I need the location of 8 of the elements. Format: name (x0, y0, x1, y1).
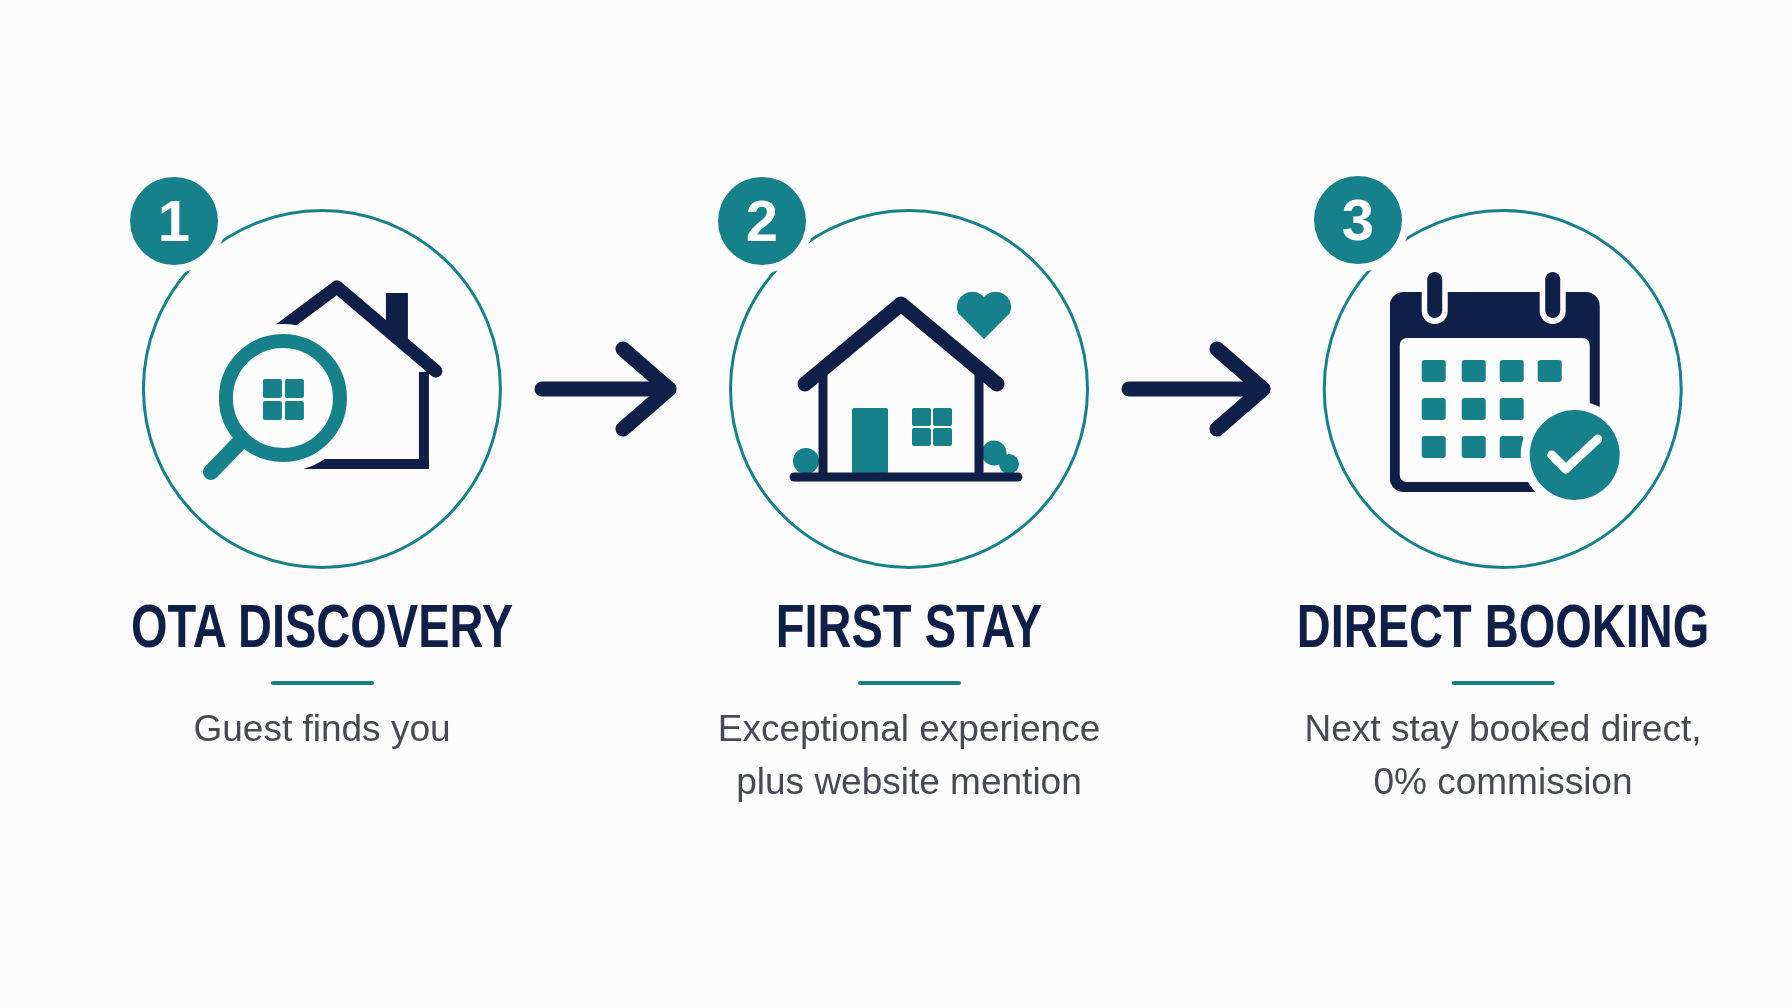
step-title: OTA DISCOVERY (130, 594, 514, 658)
step-description: Guest finds you (193, 707, 451, 751)
step-description: Exceptional experience plus website mention (716, 707, 1102, 804)
step-title: DIRECT BOOKING (1296, 594, 1710, 658)
step-title: FIRST STAY (775, 594, 1043, 658)
arrow (534, 341, 677, 437)
arrow (1121, 341, 1271, 437)
step-description: Next stay booked direct, 0% commission (1303, 707, 1703, 804)
